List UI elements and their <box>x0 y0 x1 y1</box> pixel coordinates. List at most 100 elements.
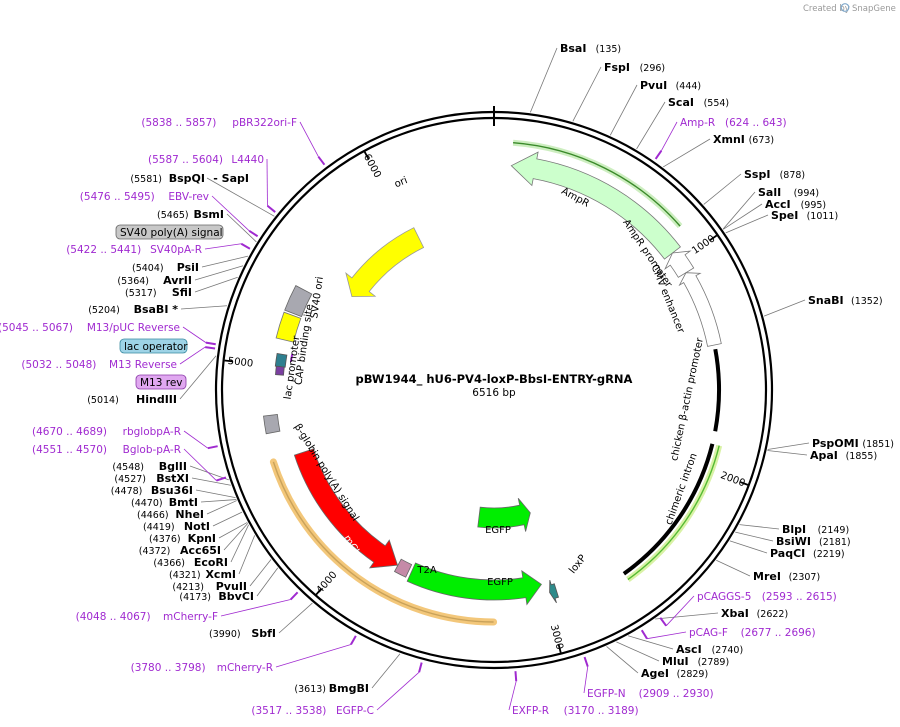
sv40-polya-feature[interactable] <box>284 285 313 318</box>
site-label[interactable]: XcmI(4321) <box>169 568 236 581</box>
tick-label: 5000 <box>227 356 253 370</box>
site-label[interactable]: AvrII(5364) <box>117 274 192 287</box>
lac-promoter-feature[interactable] <box>274 353 288 368</box>
sv40-ori-feature[interactable] <box>275 311 302 343</box>
site-label[interactable]: NheI(4466) <box>137 508 204 521</box>
site-label[interactable]: NotI(4419) <box>143 520 210 533</box>
primer-mark <box>350 635 357 646</box>
primer-labels: Amp-R(624 .. 643) pCAGGS-5(2593 .. 2615) p… <box>0 117 837 717</box>
ampr-promoter-feature[interactable] <box>664 250 695 278</box>
site-label[interactable]: EcoRI(4366) <box>153 556 228 569</box>
ampr-feature[interactable] <box>510 151 681 260</box>
site-label[interactable]: SnaBI(1352) <box>808 294 883 307</box>
site-label[interactable]: XbaI(2622) <box>721 607 788 620</box>
site-label[interactable]: PvuI(444) <box>640 79 701 92</box>
primer-name: rbglobpA-R <box>123 426 181 438</box>
site-label[interactable]: AccI(995) <box>765 198 826 211</box>
sv40-polya-box[interactable]: SV40 poly(A) signal <box>115 224 224 240</box>
primer-range: (4551 .. 4570) <box>32 444 107 456</box>
bglobin-polya-feature[interactable] <box>263 414 281 435</box>
site-name: EcoRI <box>194 556 228 569</box>
site-label[interactable]: BstXI(4527) <box>114 472 189 485</box>
site-label[interactable]: PvuII(4213) <box>172 580 247 593</box>
site-name: FspI <box>604 61 630 74</box>
site-label[interactable]: PaqCI(2219) <box>770 547 845 560</box>
site-label[interactable]: Acc65I(4372) <box>139 544 221 557</box>
primer-label[interactable]: SV40pA-R(5422 .. 5441) <box>66 244 202 256</box>
site-label[interactable]: BsmI(5465) <box>157 208 224 221</box>
site-label[interactable]: MluI(2789) <box>662 655 729 668</box>
primer-label[interactable]: pCAG-F(2677 .. 2696) <box>689 627 816 639</box>
site-label[interactable]: PspOMI(1851) <box>812 437 894 450</box>
primer-label[interactable]: pCAGGS-5(2593 .. 2615) <box>697 591 837 603</box>
primer-label[interactable]: rbglobpA-R (4670 .. 4689) <box>32 426 181 438</box>
site-label[interactable]: PsiI(5404) <box>132 261 199 274</box>
site-label[interactable]: ApaI(1855) <box>810 449 877 462</box>
site-label[interactable]: Bsu36I(4478) <box>111 484 193 497</box>
site-label[interactable]: ScaI(554) <box>668 96 729 109</box>
site-label[interactable]: HindIII(5014) <box>87 393 177 406</box>
mcherry-feature[interactable] <box>293 448 399 569</box>
site-name: BmgBI <box>329 682 369 695</box>
site-position: (135) <box>596 44 622 55</box>
site-leader-line <box>226 213 257 243</box>
site-label[interactable]: BspQI(5581) <box>130 172 205 185</box>
site-label[interactable]: BmtI(4470) <box>131 496 198 509</box>
primer-label[interactable]: pBR322ori-F(5838 .. 5857) <box>141 117 297 129</box>
primer-range: (4048 .. 4067) <box>76 611 151 623</box>
site-label[interactable]: BmgBI(3613) <box>294 682 369 695</box>
cmv-enhancer-feature[interactable] <box>678 272 722 347</box>
primer-label[interactable]: EGFP-C(3517 .. 3538) <box>251 705 374 717</box>
site-name: BglII <box>159 460 187 473</box>
primer-label[interactable]: M13 Reverse(5032 .. 5048) <box>21 359 177 371</box>
site-name: BspQI <box>169 172 205 185</box>
site-name: AgeI <box>641 667 669 680</box>
site-label[interactable]: BsiWI(2181) <box>776 535 851 548</box>
site-label[interactable]: BlpI(2149) <box>782 523 849 536</box>
primer-label[interactable]: EGFP-N(2909 .. 2930) <box>587 688 714 700</box>
site-position: (2149) <box>818 525 850 536</box>
site-label[interactable]: AgeI(2829) <box>641 667 708 680</box>
chicken-actin-promoter-feature[interactable] <box>713 348 721 432</box>
site-label[interactable]: SspI(878) <box>744 168 805 181</box>
cap-binding-site-feature[interactable] <box>275 365 285 376</box>
primer-label[interactable]: Amp-R(624 .. 643) <box>680 117 787 129</box>
site-label[interactable]: BsaBI *(5204) <box>88 303 178 316</box>
egfp-feature-1[interactable] <box>477 498 531 532</box>
egfp-feature-2[interactable] <box>406 562 542 606</box>
m13-rev-box[interactable]: M13 rev <box>135 374 187 390</box>
primer-label[interactable]: EXFP-R(3170 .. 3189) <box>512 705 639 717</box>
primer-label[interactable]: mCherry-R(3780 .. 3798) <box>131 662 273 674</box>
chimeric-intron-feature[interactable] <box>622 443 715 576</box>
primer-label[interactable]: M13/pUC Reverse(5045 .. 5067) <box>0 322 180 334</box>
primer-label[interactable]: Bglob-pA-R(4551 .. 4570) <box>32 444 181 456</box>
site-label[interactable]: BsaI(135) <box>560 42 621 55</box>
site-position: (995) <box>801 200 827 211</box>
t2a-feature[interactable] <box>393 558 413 578</box>
site-label[interactable]: KpnI(4376) <box>149 532 216 545</box>
site-label[interactable]: SalI(994) <box>758 186 819 199</box>
primer-range: (4670 .. 4689) <box>32 426 107 438</box>
site-label[interactable]: FspI(296) <box>604 61 665 74</box>
tick-label: 1000 <box>690 233 717 257</box>
site-label[interactable]: SfiI(5317) <box>125 286 192 299</box>
ori-feature[interactable] <box>345 227 425 298</box>
site-name: BsaBI * <box>134 303 179 316</box>
site-label[interactable]: SbfI(3990) <box>209 627 276 640</box>
primer-label[interactable]: EBV-rev(5476 .. 5495) <box>80 191 209 203</box>
site-label[interactable]: AscI(2740) <box>676 643 743 656</box>
site-label[interactable]: SpeI(1011) <box>771 209 838 222</box>
site-label[interactable]: XmnI(673) <box>713 133 774 146</box>
site-name: PspOMI <box>812 437 859 450</box>
sv40-polya-box-label: SV40 poly(A) signal <box>120 227 223 239</box>
site-label[interactable]: BbvCI(4173) <box>179 590 254 603</box>
primer-mark <box>205 341 216 346</box>
site-name: BsmI <box>194 208 225 221</box>
primer-label[interactable]: mCherry-F(4048 .. 4067) <box>76 611 218 623</box>
site-label[interactable]: - SapI <box>213 172 249 185</box>
loxp-feature[interactable] <box>549 579 560 604</box>
primer-label[interactable]: L4440(5587 .. 5604) <box>148 154 264 166</box>
site-label[interactable]: MreI(2307) <box>753 570 820 583</box>
site-label[interactable]: BglII(4548) <box>112 460 187 473</box>
lac-operator-box[interactable]: lac operator <box>119 338 188 354</box>
